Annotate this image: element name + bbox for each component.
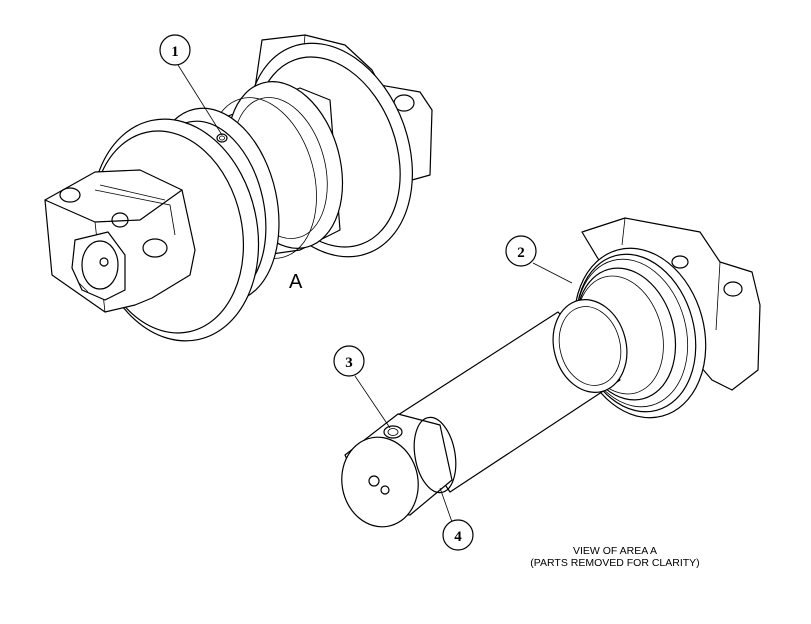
callout-4-label: 4 [454, 529, 462, 545]
callout-2: 2 [505, 235, 573, 284]
caption-line-2: (PARTS REMOVED FOR CLARITY) [530, 557, 700, 569]
callout-3-label: 3 [345, 355, 353, 371]
caption: VIEW OF AREA A (PARTS REMOVED FOR CLARIT… [470, 545, 760, 569]
callout-4: 4 [439, 487, 474, 551]
callout-1-label: 1 [171, 44, 179, 60]
callout-3: 3 [333, 345, 391, 429]
area-label: A [289, 271, 303, 293]
caption-line-1: VIEW OF AREA A [572, 545, 658, 557]
callout-1: 1 [159, 34, 223, 136]
shaft-detail [341, 217, 761, 528]
callout-2-label: 2 [517, 245, 525, 261]
roller-assembly [44, 34, 433, 342]
